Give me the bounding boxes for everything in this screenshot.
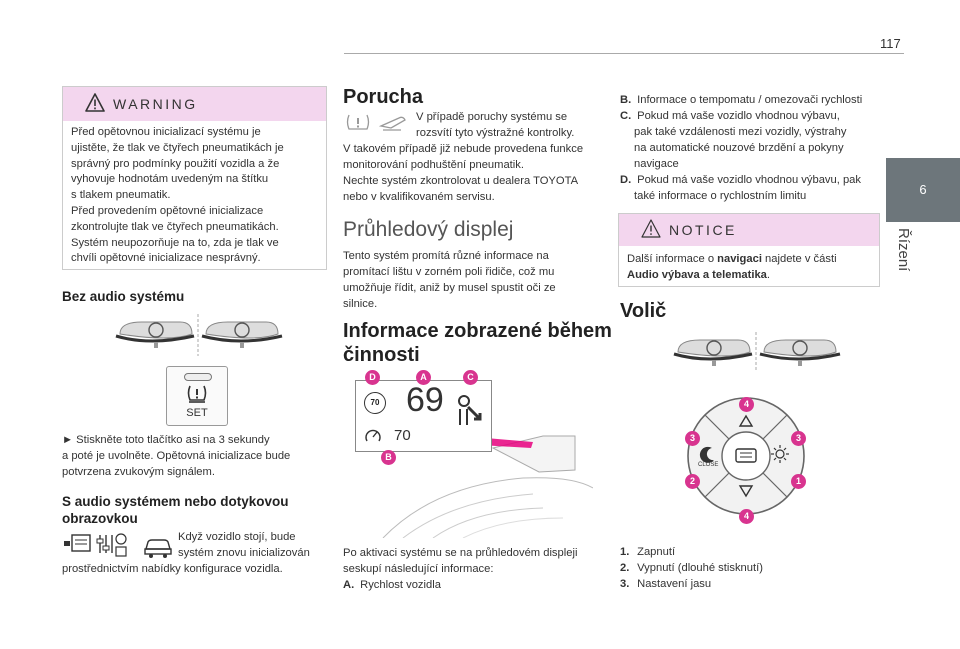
hud-text-1: Tento systém promítá různé informace na [343,250,549,262]
page-number: 117 [880,36,901,51]
steering-wheel-left-icon [673,339,753,366]
callout-a: A [416,370,431,385]
warning-box: WARNING Před opětovnou inicializací syst… [62,86,327,270]
list-item-c-2: pak také vzdálenosti mezi vozidly, výstr… [634,126,847,138]
badge-3-left: 3 [685,431,700,446]
selector-dial[interactable]: CLOSE [684,394,808,518]
down-arrow-icon [738,485,754,498]
hud-display-illustration: 70 69 70 D A C B [343,368,593,538]
no-audio-instruction-3: potvrzena zvukovým signálem. [62,466,215,478]
cruise-control-icon [365,429,381,442]
badge-4-top: 4 [739,397,754,412]
info-intro-2: seskupí následující informace: [343,563,494,575]
badge-1: 1 [791,474,806,489]
selector-item-3: 3. Nastavení jasu [620,578,712,590]
badge-4-bottom: 4 [739,509,754,524]
with-audio-text-1: Když vozidlo stojí, bude [178,531,296,543]
cruise-speed-readout: 70 [394,427,411,444]
no-audio-instruction-1: ► Stiskněte toto tlačítko asi na 3 sekun… [62,434,270,446]
set-button[interactable]: SET [166,366,228,426]
fault-text-2: rozsvítí tyto výstražné kontrolky. [416,127,575,139]
info-item-a: A. Rychlost vozidla [343,579,441,591]
up-arrow-icon [738,414,754,427]
fault-warning-lights-icons [346,114,406,131]
vehicle-speed-readout: 69 [406,381,444,419]
selector-item-2: 2. Vypnutí (dlouhé stisknutí) [620,562,763,574]
car-icon [144,539,172,558]
hud-text-3: umožňuje řídit, aniž by musel spustit oč… [343,282,556,294]
fault-text-1: V případě poruchy systému se [416,111,568,123]
hud-toggle-icon [735,448,757,463]
service-wrench-icon [378,116,406,131]
notice-header: NOTICE [619,214,879,246]
warning-title: WARNING [113,96,198,112]
selector-item-1: 1. Zapnutí [620,546,676,558]
settings-sliders-icon [96,533,127,557]
dial-close-label: CLOSE [698,462,719,468]
notice-triangle-icon [641,219,661,238]
night-mode-icon [699,446,714,463]
notice-text: Další informace o navigaci najdete v čás… [627,253,837,281]
steering-wheel-right-icon [759,339,841,366]
fault-text-3: V takovém případě již nebude provedena f… [343,143,584,155]
speed-limit-sign: 70 [364,392,386,414]
warning-triangle-icon [85,93,105,112]
steering-wheel-left-icon [115,321,195,348]
notice-title: NOTICE [669,222,737,238]
hud-screen: 70 69 70 [355,380,492,452]
set-button-label: SET [186,407,208,419]
fault-text-6: nebo v kvalifikovaném servisu. [343,191,495,203]
chapter-label: Řízení [895,228,912,272]
info-intro-1: Po aktivaci systému se na průhledovém di… [343,547,578,559]
no-audio-heading: Bez audio systému [62,289,185,304]
steering-wheel-controls-illustration [115,314,283,356]
with-audio-text-3: prostřednictvím nabídky konfigurace vozi… [62,563,283,575]
hud-text-4: silnice. [343,298,378,310]
hud-heading: Průhledový displej [343,218,514,241]
notice-box: NOTICE Další informace o navigaci najdet… [618,213,880,287]
info-heading-2: činnosti [343,344,420,366]
fault-text-5: Nechte systém zkontrolovat u dealera TOY… [343,175,579,187]
tire-pressure-icon [187,385,207,403]
tire-warning-light-icon [346,114,370,130]
audio-system-icons [64,533,172,558]
brightness-sun-icon [771,445,789,463]
no-audio-instruction-2: a poté je uvolněte. Opětovná inicializac… [62,450,291,462]
with-audio-text-2: systém znovu inicializován [178,547,310,559]
badge-3-right: 3 [791,431,806,446]
list-item-d-2: také informace o rychlostním limitu [634,190,807,202]
chapter-tab[interactable]: 6 [886,158,960,222]
selector-steering-wheel-illustration [673,332,841,372]
callout-c: C [463,370,478,385]
set-button-led [184,373,212,381]
list-item-b: B. Informace o tempomatu / omezovači ryc… [620,94,863,106]
with-audio-heading-2: obrazovkou [62,511,138,526]
fault-text-4: monitorování podhuštění pneumatik. [343,159,524,171]
list-item-c-1: C. Pokud má vaše vozidlo vhodnou výbavu, [620,110,840,122]
with-audio-heading-1: S audio systémem nebo dotykovou [62,494,289,509]
callout-d: D [365,370,380,385]
selector-heading: Volič [620,300,667,322]
badge-2: 2 [685,474,700,489]
header-rule [344,53,904,54]
steering-wheel-right-icon [201,321,283,348]
list-item-c-3: na automatické nouzové brzdění a pokyny [634,142,844,154]
list-item-c-4: navigace [634,158,679,170]
navigation-arrow-icon [458,395,482,425]
warning-header: WARNING [63,87,326,121]
media-screen-icon [64,534,91,552]
selector-dial-graphic [687,397,805,515]
warning-text: Před opětovnou inicializací systému je u… [71,126,284,265]
list-item-d-1: D. Pokud má vaše vozidlo vhodnou výbavu,… [620,174,861,186]
hud-text-2: promítací lištu v zorném poli řidiče, co… [343,266,555,278]
callout-b: B [381,450,396,465]
info-heading-1: Informace zobrazené během [343,320,612,342]
fault-heading: Porucha [343,86,424,108]
